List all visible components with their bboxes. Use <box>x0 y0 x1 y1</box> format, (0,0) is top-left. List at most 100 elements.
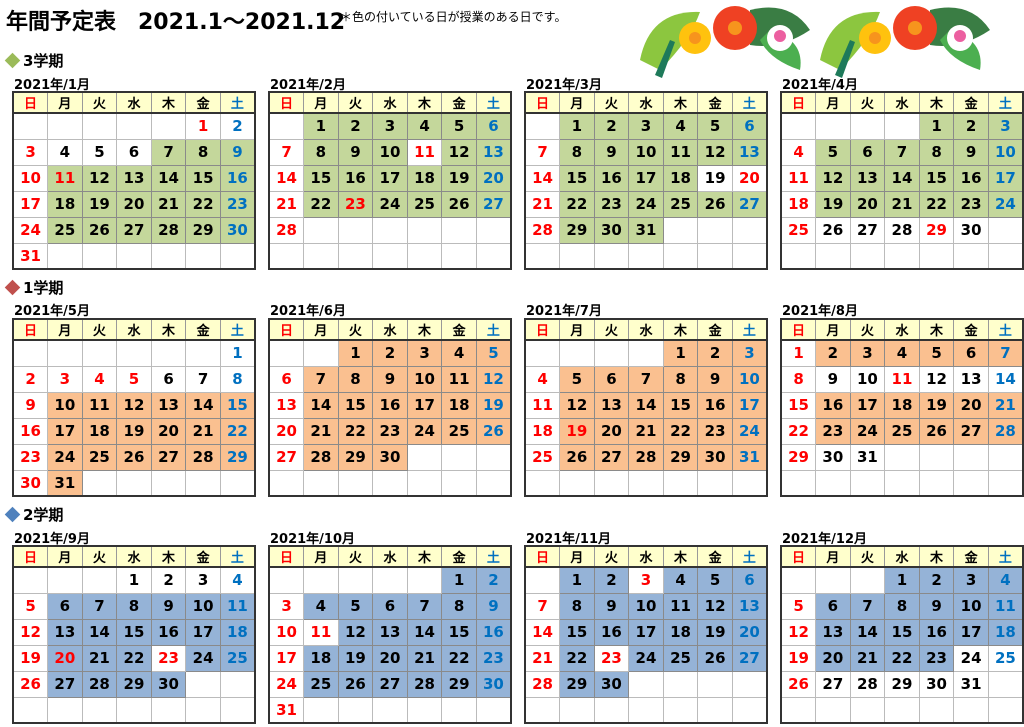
empty-cell <box>849 112 886 140</box>
week-row <box>780 242 1024 270</box>
class-day-cell: 27 <box>150 443 187 471</box>
empty-cell <box>731 670 768 698</box>
class-day-cell: 17 <box>731 391 768 419</box>
class-day-cell: 30 <box>593 216 630 244</box>
weekday-label: 月 <box>559 318 595 341</box>
class-day-cell: 22 <box>441 644 477 672</box>
day-cell: 3 <box>185 566 221 594</box>
empty-cell <box>953 469 989 497</box>
empty-cell <box>475 443 512 471</box>
class-day-cell: 6 <box>372 592 408 620</box>
day-cell: 25 <box>780 216 817 244</box>
class-day-cell: 17 <box>987 164 1024 192</box>
empty-cell <box>81 112 118 140</box>
weekday-header: 日月火水木金土 <box>780 318 1024 341</box>
empty-cell <box>81 469 118 497</box>
weekday-label: 金 <box>441 91 477 114</box>
day-cell: 7 <box>185 365 221 393</box>
day-cell: 2 <box>12 365 49 393</box>
empty-cell <box>524 339 561 367</box>
class-day-cell: 14 <box>628 391 664 419</box>
class-day-cell: 22 <box>303 190 339 218</box>
class-day-cell: 22 <box>884 644 920 672</box>
class-day-cell: 17 <box>372 164 408 192</box>
day-cell: 5 <box>780 592 817 620</box>
empty-cell <box>918 696 955 724</box>
class-day-cell: 17 <box>406 391 443 419</box>
class-day-cell: 17 <box>628 618 664 646</box>
class-day-cell: 13 <box>475 138 512 166</box>
class-day-cell: 5 <box>475 339 512 367</box>
day-cell: 2 <box>219 112 256 140</box>
day-cell: 4 <box>780 138 817 166</box>
class-day-cell: 30 <box>475 670 512 698</box>
class-day-cell: 25 <box>662 190 699 218</box>
day-cell: 16 <box>12 417 49 445</box>
empty-cell <box>593 339 630 367</box>
class-day-cell: 28 <box>406 670 443 698</box>
day-cell: 23 <box>593 644 630 672</box>
weekday-label: 火 <box>593 318 630 341</box>
class-day-cell: 14 <box>303 391 339 419</box>
weekday-label: 木 <box>918 91 955 114</box>
empty-cell <box>780 469 817 497</box>
class-day-cell: 22 <box>219 417 256 445</box>
class-day-cell: 25 <box>219 644 256 672</box>
term-label: 2学期 <box>23 506 64 524</box>
empty-cell <box>185 469 221 497</box>
empty-cell <box>731 242 768 270</box>
class-day-cell: 5 <box>697 566 733 594</box>
class-day-cell: 20 <box>475 164 512 192</box>
empty-cell <box>219 242 256 270</box>
empty-cell <box>337 469 374 497</box>
empty-cell <box>987 242 1024 270</box>
page-title: 年間予定表 2021.1〜2021.12 <box>6 10 346 35</box>
class-day-cell: 8 <box>441 592 477 620</box>
class-day-cell: 12 <box>81 164 118 192</box>
day-cell: 1 <box>780 339 817 367</box>
diamond-icon <box>4 506 21 523</box>
class-day-cell: 17 <box>849 391 886 419</box>
weekday-label: 火 <box>849 545 886 568</box>
day-cell: 24 <box>12 216 49 244</box>
empty-cell <box>559 696 595 724</box>
day-cell: 2 <box>150 566 187 594</box>
weekday-label: 土 <box>987 545 1024 568</box>
class-day-cell: 25 <box>884 417 920 445</box>
empty-cell <box>662 242 699 270</box>
weekday-label: 土 <box>475 91 512 114</box>
week-row <box>780 696 1024 724</box>
week-row: 28 <box>268 216 512 244</box>
empty-cell <box>185 242 221 270</box>
class-day-cell: 20 <box>116 190 152 218</box>
empty-cell <box>406 443 443 471</box>
class-day-cell: 29 <box>559 670 595 698</box>
term-heading: 3学期 <box>4 50 63 71</box>
day-cell: 30 <box>953 216 989 244</box>
class-day-cell: 19 <box>81 190 118 218</box>
class-day-cell: 15 <box>303 164 339 192</box>
empty-cell <box>697 670 733 698</box>
class-day-cell: 26 <box>81 216 118 244</box>
class-day-cell: 21 <box>406 644 443 672</box>
class-day-cell: 7 <box>849 592 886 620</box>
class-day-cell: 27 <box>731 644 768 672</box>
day-cell: 29 <box>918 216 955 244</box>
weekday-label: 金 <box>185 318 221 341</box>
day-cell: 31 <box>849 443 886 471</box>
day-cell: 31 <box>12 242 49 270</box>
day-cell: 10 <box>849 365 886 393</box>
day-cell: 31 <box>268 696 305 724</box>
weekday-label: 月 <box>303 545 339 568</box>
empty-cell <box>337 216 374 244</box>
